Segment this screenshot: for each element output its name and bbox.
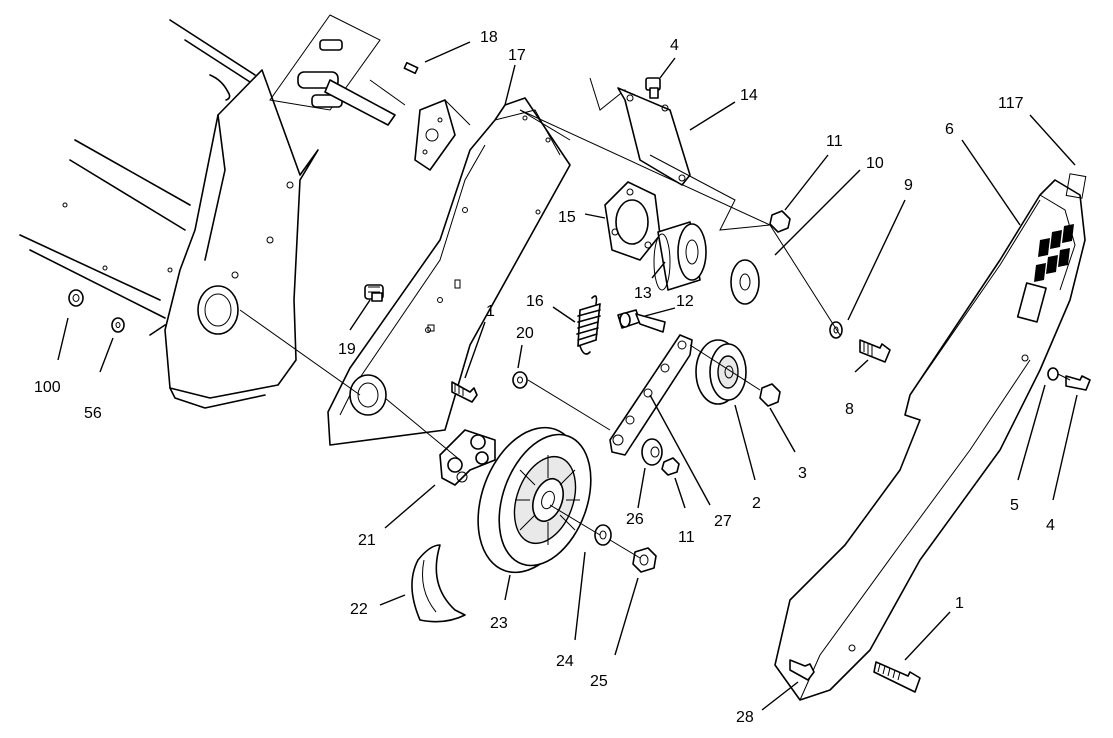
part-2-idler-pulley bbox=[695, 339, 747, 405]
callout-25: 25 bbox=[590, 673, 608, 690]
callout-27: 27 bbox=[714, 513, 732, 530]
callout-21: 21 bbox=[358, 532, 376, 549]
callout-26: 26 bbox=[626, 511, 644, 528]
part-1-bolt-right bbox=[873, 661, 921, 693]
callout-117: 117 bbox=[998, 95, 1024, 112]
part-28-screw bbox=[789, 659, 815, 681]
callout-labels: 100 56 18 17 19 1 21 22 23 24 25 20 16 1… bbox=[34, 29, 1055, 726]
callout-3: 3 bbox=[798, 465, 807, 482]
callout-8: 8 bbox=[845, 401, 854, 418]
part-1-bolt-left bbox=[451, 381, 478, 403]
part-56-washer bbox=[111, 317, 125, 333]
part-4-bolt-right bbox=[1065, 375, 1091, 391]
belt-cover-plate-17 bbox=[327, 97, 571, 446]
part-11-nut-upper bbox=[769, 210, 791, 233]
callout-4-top: 4 bbox=[670, 37, 679, 54]
callout-56: 56 bbox=[84, 405, 102, 422]
callout-9: 9 bbox=[904, 177, 913, 194]
part-10-pulley-half bbox=[730, 259, 760, 305]
callout-11-upper: 11 bbox=[826, 133, 843, 150]
part-15-bearing-flange bbox=[604, 181, 661, 261]
callout-19: 19 bbox=[338, 341, 356, 358]
part-9-washer bbox=[829, 321, 843, 339]
callout-18: 18 bbox=[480, 29, 498, 46]
callout-15: 15 bbox=[558, 209, 576, 226]
callout-1-left: 1 bbox=[486, 303, 495, 320]
callout-1-right: 1 bbox=[955, 595, 964, 612]
part-5-washer bbox=[1047, 367, 1059, 381]
part-13-bearing bbox=[653, 221, 707, 291]
part-4-bolt-top bbox=[645, 77, 661, 99]
callout-23: 23 bbox=[490, 615, 508, 632]
part-24-washer bbox=[594, 524, 612, 546]
callout-12: 12 bbox=[676, 293, 694, 310]
part-19-bolt bbox=[364, 284, 384, 302]
callout-16: 16 bbox=[526, 293, 544, 310]
part-8-bolt bbox=[859, 339, 891, 363]
part-20-washer bbox=[512, 371, 528, 389]
part-12-shoulder-bolt bbox=[617, 309, 666, 333]
part-14-bracket bbox=[589, 77, 691, 186]
callout-11-lower: 11 bbox=[678, 529, 695, 546]
part-3-nut bbox=[759, 383, 781, 407]
callout-13: 13 bbox=[634, 285, 652, 302]
part-26-spacer bbox=[641, 438, 663, 466]
part-27-idler-arm bbox=[609, 334, 693, 456]
part-100-nut bbox=[68, 289, 84, 307]
callout-14: 14 bbox=[740, 87, 758, 104]
callout-22: 22 bbox=[350, 601, 368, 618]
callout-24: 24 bbox=[556, 653, 574, 670]
callout-10: 10 bbox=[866, 155, 884, 172]
left-housing bbox=[19, 19, 319, 409]
part-23-pulley bbox=[477, 426, 592, 574]
part-16-spring bbox=[576, 295, 601, 355]
callout-17: 17 bbox=[508, 47, 526, 64]
leader-lines bbox=[57, 41, 1078, 711]
callout-28: 28 bbox=[736, 709, 754, 726]
callout-20: 20 bbox=[516, 325, 534, 342]
part-22-belt-guide bbox=[411, 544, 466, 623]
callout-4-right: 4 bbox=[1046, 517, 1055, 534]
part-11-nut-lower bbox=[661, 457, 680, 476]
callout-100: 100 bbox=[34, 379, 61, 396]
part-21-idler-bracket bbox=[439, 429, 496, 486]
auger-shaft-assembly bbox=[269, 14, 471, 171]
callout-6: 6 bbox=[945, 121, 954, 138]
belt-cover-6 bbox=[774, 173, 1087, 701]
part-25-nut bbox=[632, 547, 657, 573]
callout-5: 5 bbox=[1010, 497, 1019, 514]
callout-2: 2 bbox=[752, 495, 761, 512]
